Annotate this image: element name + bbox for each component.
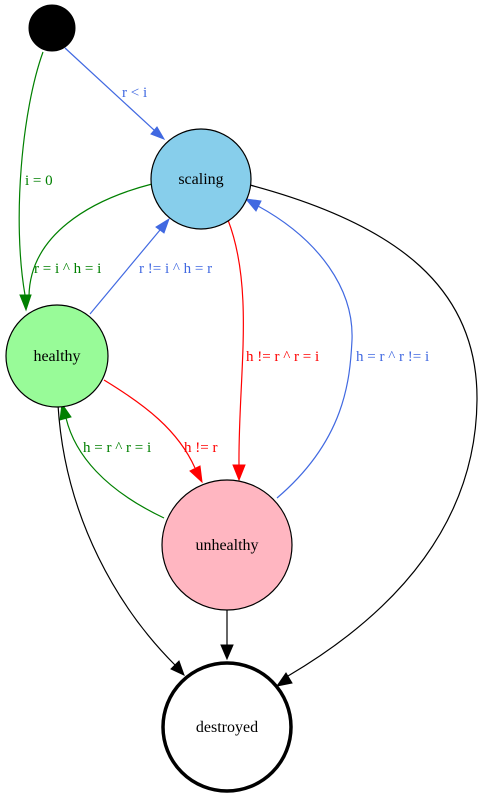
edge-healthy-to-unhealthy-line — [103, 379, 196, 469]
edge-scaling-to-destroyed-arrowhead — [275, 672, 293, 687]
edge-initial-to-healthy-line — [18, 51, 44, 296]
edge-unhealthy-to-destroyed — [220, 610, 234, 661]
edge-unhealthy-to-healthy-line — [65, 417, 165, 519]
edge-healthy-to-destroyed-arrowhead — [170, 660, 185, 676]
node-destroyed-circle — [161, 661, 293, 793]
node-destroyed[interactable]: destroyed — [161, 661, 293, 793]
edge-scaling-to-destroyed-line — [249, 184, 478, 677]
edge-scaling-to-unhealthy-label: h != r ^ r = i — [246, 349, 319, 365]
edge-unhealthy-to-scaling: h = r ^ r != i — [244, 198, 429, 499]
edge-scaling-to-unhealthy: h != r ^ r = i — [227, 219, 319, 482]
node-scaling-label: scaling — [178, 171, 223, 188]
edge-unhealthy-to-healthy-arrowhead — [59, 402, 72, 421]
edge-healthy-to-destroyed-line — [57, 404, 176, 666]
edge-unhealthy-to-destroyed-arrowhead — [220, 644, 234, 661]
node-initial — [28, 4, 76, 52]
node-healthy-label: healthy — [33, 348, 80, 365]
edge-unhealthy-to-healthy-label: h = r ^ r = i — [83, 440, 151, 456]
edge-initial-to-scaling-line — [64, 47, 155, 131]
edge-initial-to-scaling-label: r < i — [122, 85, 147, 101]
edge-healthy-to-unhealthy-label: h != r — [184, 440, 217, 456]
edge-unhealthy-to-healthy: h = r ^ r = i — [59, 402, 165, 519]
edge-scaling-to-unhealthy-line — [227, 219, 244, 466]
edge-unhealthy-to-scaling-line — [257, 205, 353, 499]
node-healthy-circle — [5, 304, 109, 408]
initial-state-dot — [28, 4, 76, 52]
edge-healthy-to-scaling-arrowhead — [155, 217, 170, 234]
edge-healthy-to-destroyed — [57, 404, 185, 676]
edge-unhealthy-to-scaling-arrowhead — [244, 198, 262, 212]
edge-healthy-to-scaling-label: r != i ^ h = r — [139, 261, 212, 277]
edge-unhealthy-to-scaling-label: h = r ^ r != i — [356, 349, 429, 365]
node-scaling-circle — [150, 128, 252, 230]
edge-healthy-to-unhealthy: h != r — [103, 379, 217, 484]
node-unhealthy-label: unhealthy — [195, 537, 258, 554]
edge-initial-to-healthy-arrowhead — [19, 294, 32, 312]
edge-initial-to-healthy-label: i = 0 — [25, 173, 53, 189]
edge-initial-to-scaling-arrowhead — [150, 126, 166, 140]
node-unhealthy-circle — [161, 479, 293, 611]
edge-initial-to-healthy: i = 0 — [18, 51, 53, 312]
edge-healthy-to-unhealthy-arrowhead — [189, 465, 203, 484]
node-healthy[interactable]: healthy — [5, 304, 109, 408]
node-unhealthy[interactable]: unhealthy — [161, 479, 293, 611]
edge-scaling-to-destroyed — [249, 184, 478, 687]
edge-scaling-to-healthy-label: r = i ^ h = i — [34, 261, 101, 277]
edge-scaling-to-unhealthy-arrowhead — [232, 464, 246, 482]
node-scaling[interactable]: scaling — [150, 128, 252, 230]
edge-scaling-to-healthy: r = i ^ h = i — [28, 183, 153, 297]
edge-healthy-to-scaling-line — [89, 229, 161, 315]
edge-scaling-to-healthy-line — [28, 183, 153, 297]
edge-healthy-to-scaling: r != i ^ h = r — [89, 217, 212, 315]
node-destroyed-label: destroyed — [196, 719, 258, 736]
edge-initial-to-scaling: r < i — [64, 47, 166, 140]
